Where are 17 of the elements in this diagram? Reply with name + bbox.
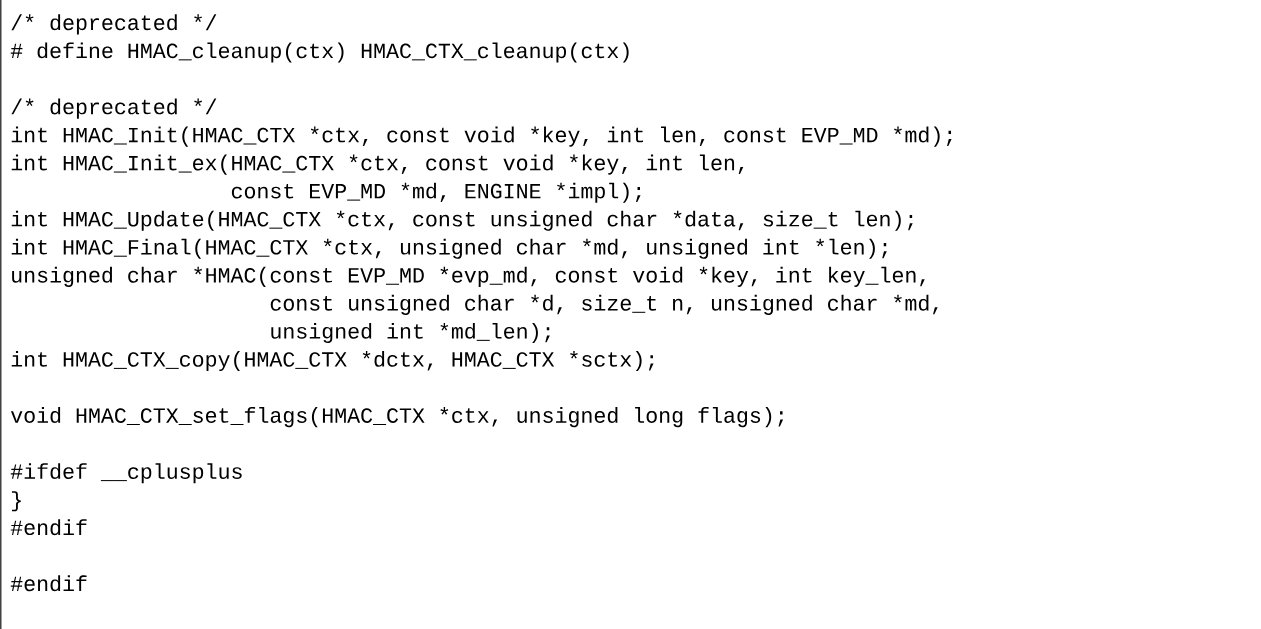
code-line: /* deprecated */: [11, 14, 217, 35]
code-line: int HMAC_CTX_copy(HMAC_CTX *dctx, HMAC_CTX *sctx);: [11, 350, 654, 372]
code-line: # define HMAC_cleanup(ctx) HMAC_CTX_cleanup(ctx): [10, 42, 629, 63]
code-line: const EVP_MD *md, ENGINE *impl);: [231, 182, 641, 203]
code-line: unsigned char *HMAC(const EVP_MD *evp_md, const void *key, int key_len,: [12, 266, 925, 287]
code-line: }: [11, 491, 21, 512]
code-line: #endif: [10, 519, 87, 536]
code-line: #endif: [10, 575, 87, 592]
code-line: #ifdef __cplusplus: [10, 463, 242, 484]
code-line: int HMAC_Update(HMAC_CTX *ctx, const unsigned char *data, size_t len);: [11, 210, 913, 231]
code-line: int HMAC_Init(HMAC_CTX *ctx, const void *key, int len, const EVP_MD *md);: [11, 126, 952, 147]
code-line: void HMAC_CTX_set_flags(HMAC_CTX *ctx, unsigned long flags);: [10, 407, 784, 428]
code-line: int HMAC_Final(HMAC_CTX *ctx, unsigned char *md, unsigned int *len);: [11, 238, 887, 259]
code-line: /* deprecated */: [11, 98, 217, 119]
code-line: int HMAC_Init_ex(HMAC_CTX *ctx, const void *key, int len,: [11, 154, 744, 175]
code-line: const unsigned char *d, size_t n, unsigned char *md,: [270, 294, 938, 315]
code-line: unsigned int *md_len);: [271, 322, 550, 343]
